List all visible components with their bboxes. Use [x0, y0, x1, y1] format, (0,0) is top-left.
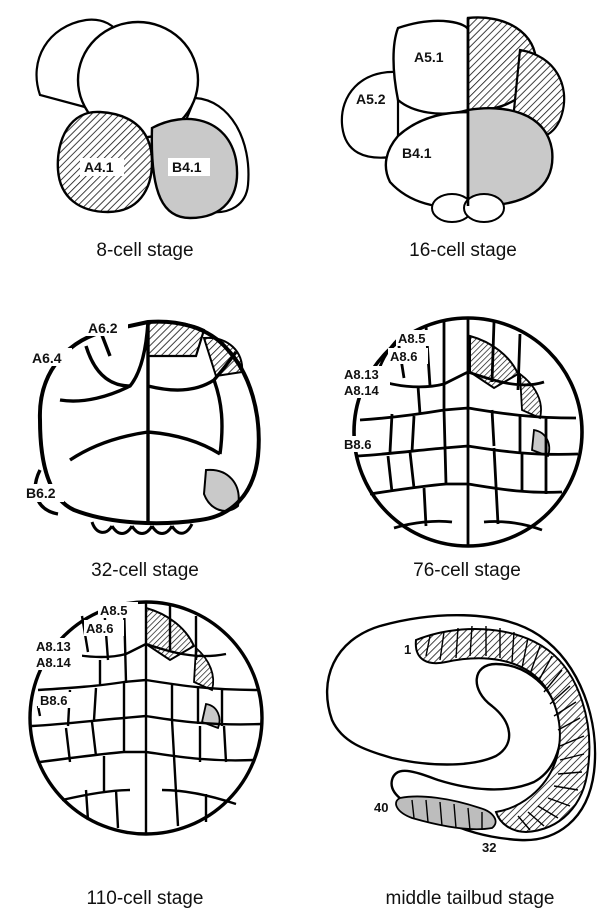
label-a5-2: A5.2 [356, 91, 386, 107]
label-a8-6-76: A8.6 [390, 349, 417, 364]
label-a5-1: A5.1 [414, 49, 444, 65]
label-a8-5-110: A8.5 [100, 603, 127, 618]
label-b8-6-110: B8.6 [40, 693, 67, 708]
cell-hatched-76b [520, 374, 541, 418]
caption-110-cell: 110-cell stage [40, 888, 250, 910]
panel-16-cell: A5.1 A5.2 B4.1 [342, 17, 564, 222]
panel-32-cell: A6.2 A6.4 B6.2 [24, 318, 259, 534]
panel-110-cell: A8.5 A8.6 A8.13 A8.14 B8.6 [30, 602, 262, 834]
caption-76-cell: 76-cell stage [362, 560, 572, 582]
label-a8-5-76: A8.5 [398, 331, 425, 346]
label-a8-14-76: A8.14 [344, 383, 379, 398]
label-b4-1: B4.1 [172, 159, 202, 175]
caption-32-cell: 32-cell stage [40, 560, 250, 582]
label-a4-1: A4.1 [84, 159, 114, 175]
tailbud-label-32: 32 [482, 840, 496, 855]
label-a6-4: A6.4 [32, 350, 62, 366]
label-a8-13-76: A8.13 [344, 367, 379, 382]
label-a8-13-110: A8.13 [36, 639, 71, 654]
label-a6-2: A6.2 [88, 320, 118, 336]
cell-small-bottom-right [464, 194, 504, 222]
panel-8-cell: A4.1 B4.1 [37, 20, 249, 218]
panel-76-cell: A8.5 A8.6 A8.13 A8.14 B8.6 [342, 318, 582, 546]
tailbud-label-1: 1 [404, 642, 411, 657]
caption-16-cell: 16-cell stage [358, 240, 568, 262]
label-a8-6-110: A8.6 [86, 621, 113, 636]
label-b4-1-16: B4.1 [402, 145, 432, 161]
cell-a5-1 [394, 21, 469, 114]
caption-tailbud: middle tailbud stage [340, 888, 600, 910]
tailbud-label-40: 40 [374, 800, 388, 815]
label-b6-2: B6.2 [26, 485, 56, 501]
panel-tailbud: 1 32 40 [327, 615, 595, 855]
label-b8-6-76: B8.6 [344, 437, 371, 452]
label-a8-14-110: A8.14 [36, 655, 71, 670]
caption-8-cell: 8-cell stage [40, 240, 250, 262]
cell-a5-2 [342, 72, 398, 158]
